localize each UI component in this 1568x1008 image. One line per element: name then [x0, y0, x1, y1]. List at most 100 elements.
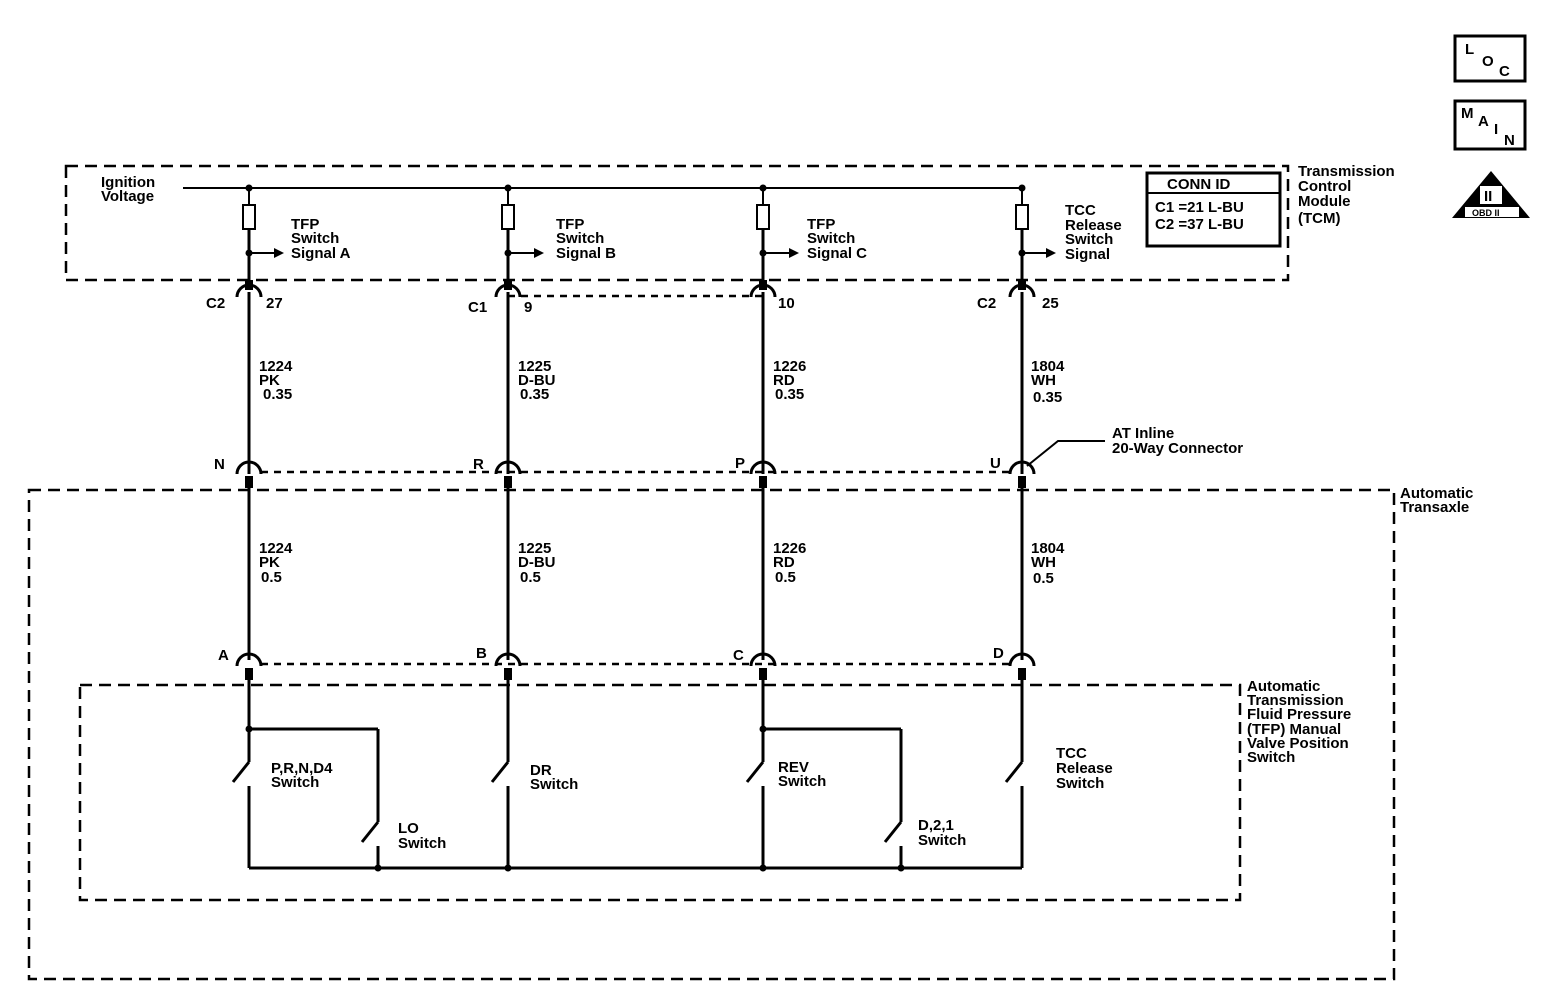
svg-text:A: A	[1478, 113, 1489, 130]
svg-text:D-BU: D-BU	[518, 372, 556, 389]
ignition-voltage-label: Ignition Voltage	[101, 174, 155, 205]
svg-text:Signal B: Signal B	[556, 245, 616, 262]
svg-text:Switch: Switch	[1056, 775, 1104, 792]
svg-text:C1 =21 L-BU: C1 =21 L-BU	[1155, 199, 1244, 216]
svg-text:D: D	[993, 645, 1004, 662]
svg-text:REV: REV	[778, 759, 809, 776]
svg-text:Switch: Switch	[1247, 749, 1295, 766]
svg-text:1225: 1225	[518, 358, 551, 375]
svg-text:LO: LO	[398, 820, 419, 837]
svg-text:TFP: TFP	[807, 216, 835, 233]
svg-text:Switch: Switch	[271, 774, 319, 791]
svg-text:AT Inline: AT Inline	[1112, 425, 1174, 442]
svg-text:1226: 1226	[773, 358, 806, 375]
rev-switch: REV Switch	[745, 759, 826, 872]
conn-id-table: CONN ID C1 =21 L-BU C2 =37 L-BU	[1145, 171, 1282, 248]
svg-text:Switch: Switch	[1065, 231, 1113, 248]
svg-text:C: C	[1499, 63, 1510, 80]
svg-text:TCC: TCC	[1065, 202, 1096, 219]
svg-text:1804: 1804	[1031, 358, 1065, 375]
svg-text:N: N	[1504, 132, 1515, 149]
svg-text:P: P	[735, 455, 745, 472]
svg-text:RD: RD	[773, 372, 795, 389]
svg-text:DR: DR	[530, 762, 552, 779]
svg-text:Switch: Switch	[291, 230, 339, 247]
svg-text:A: A	[218, 647, 229, 664]
svg-text:Voltage: Voltage	[101, 188, 154, 205]
svg-text:Switch: Switch	[918, 832, 966, 849]
svg-text:Transmission: Transmission	[1247, 692, 1344, 709]
prnd4-switch: P,R,N,D4 Switch	[231, 760, 333, 868]
svg-text:U: U	[990, 455, 1001, 472]
circuit-d: TCC Release Switch Signal C2 25 1804 WH …	[977, 184, 1122, 762]
svg-text:CONN ID: CONN ID	[1167, 176, 1231, 193]
svg-text:Release: Release	[1065, 217, 1122, 234]
svg-text:9: 9	[524, 299, 532, 316]
svg-text:20-Way Connector: 20-Way Connector	[1112, 440, 1243, 457]
svg-text:C2: C2	[206, 295, 225, 312]
svg-text:0.5: 0.5	[261, 569, 282, 586]
svg-text:1224: 1224	[259, 358, 293, 375]
svg-text:Module: Module	[1298, 193, 1351, 210]
svg-text:Signal: Signal	[1065, 246, 1110, 263]
svg-text:Automatic: Automatic	[1400, 485, 1473, 502]
svg-text:Signal C: Signal C	[807, 245, 867, 262]
svg-text:C2: C2	[977, 295, 996, 312]
svg-text:WH: WH	[1031, 554, 1056, 571]
svg-text:25: 25	[1042, 295, 1059, 312]
svg-text:P,R,N,D4: P,R,N,D4	[271, 760, 333, 777]
svg-text:D-BU: D-BU	[518, 554, 556, 571]
svg-text:Switch: Switch	[530, 776, 578, 793]
tfp-switch-label: Automatic Transmission Fluid Pressure (T…	[1247, 678, 1351, 766]
tcm-boundary	[64, 164, 1290, 282]
loc-icon[interactable]: L O C	[1453, 34, 1527, 83]
svg-text:Release: Release	[1056, 760, 1113, 777]
svg-text:M: M	[1461, 105, 1474, 122]
svg-text:B: B	[476, 645, 487, 662]
svg-text:R: R	[473, 456, 484, 473]
svg-text:O: O	[1482, 53, 1494, 70]
tcc-release-switch: TCC Release Switch	[1004, 745, 1113, 868]
inline-connector-label: AT Inline 20-Way Connector	[1112, 425, 1243, 457]
inline-connector-leader	[1026, 440, 1105, 467]
svg-text:WH: WH	[1031, 372, 1056, 389]
svg-text:C: C	[733, 647, 744, 664]
svg-text:TCC: TCC	[1056, 745, 1087, 762]
svg-text:II: II	[1484, 188, 1492, 205]
dr-switch: DR Switch	[490, 761, 578, 872]
svg-text:C2 =37 L-BU: C2 =37 L-BU	[1155, 216, 1244, 233]
svg-text:TFP: TFP	[291, 216, 319, 233]
circuit-c: TFP Switch Signal C 10 1226 RD 0.35 P 12…	[733, 184, 867, 762]
svg-text:Ignition: Ignition	[101, 174, 155, 191]
tfp-switch-boundary	[78, 683, 1242, 902]
svg-text:0.5: 0.5	[520, 569, 541, 586]
svg-text:Signal A: Signal A	[291, 245, 351, 262]
svg-text:D,2,1: D,2,1	[918, 817, 954, 834]
svg-text:L: L	[1465, 41, 1474, 58]
svg-text:(TFP) Manual: (TFP) Manual	[1247, 721, 1341, 738]
svg-text:Switch: Switch	[778, 773, 826, 790]
svg-text:Control: Control	[1298, 178, 1351, 195]
svg-text:1224: 1224	[259, 540, 293, 557]
svg-text:Switch: Switch	[807, 230, 855, 247]
svg-text:Switch: Switch	[556, 230, 604, 247]
svg-text:TFP: TFP	[556, 216, 584, 233]
svg-text:Fluid Pressure: Fluid Pressure	[1247, 706, 1351, 723]
svg-text:1804: 1804	[1031, 540, 1065, 557]
svg-text:1225: 1225	[518, 540, 551, 557]
svg-text:27: 27	[266, 295, 283, 312]
circuit-b: TFP Switch Signal B C1 9 1225 D-BU 0.35 …	[468, 184, 616, 762]
svg-text:0.5: 0.5	[1033, 570, 1054, 587]
svg-text:PK: PK	[259, 372, 280, 389]
svg-text:0.35: 0.35	[263, 386, 292, 403]
svg-text:RD: RD	[773, 554, 795, 571]
transaxle-boundary	[27, 488, 1396, 981]
svg-text:Transaxle: Transaxle	[1400, 499, 1469, 516]
svg-text:(TCM): (TCM)	[1298, 210, 1340, 227]
svg-text:0.5: 0.5	[775, 569, 796, 586]
obd-ii-icon[interactable]: II OBD II	[1452, 171, 1530, 218]
main-icon[interactable]: M A I N	[1453, 99, 1527, 151]
svg-text:PK: PK	[259, 554, 280, 571]
svg-text:1226: 1226	[773, 540, 806, 557]
svg-text:Transmission: Transmission	[1298, 163, 1395, 180]
